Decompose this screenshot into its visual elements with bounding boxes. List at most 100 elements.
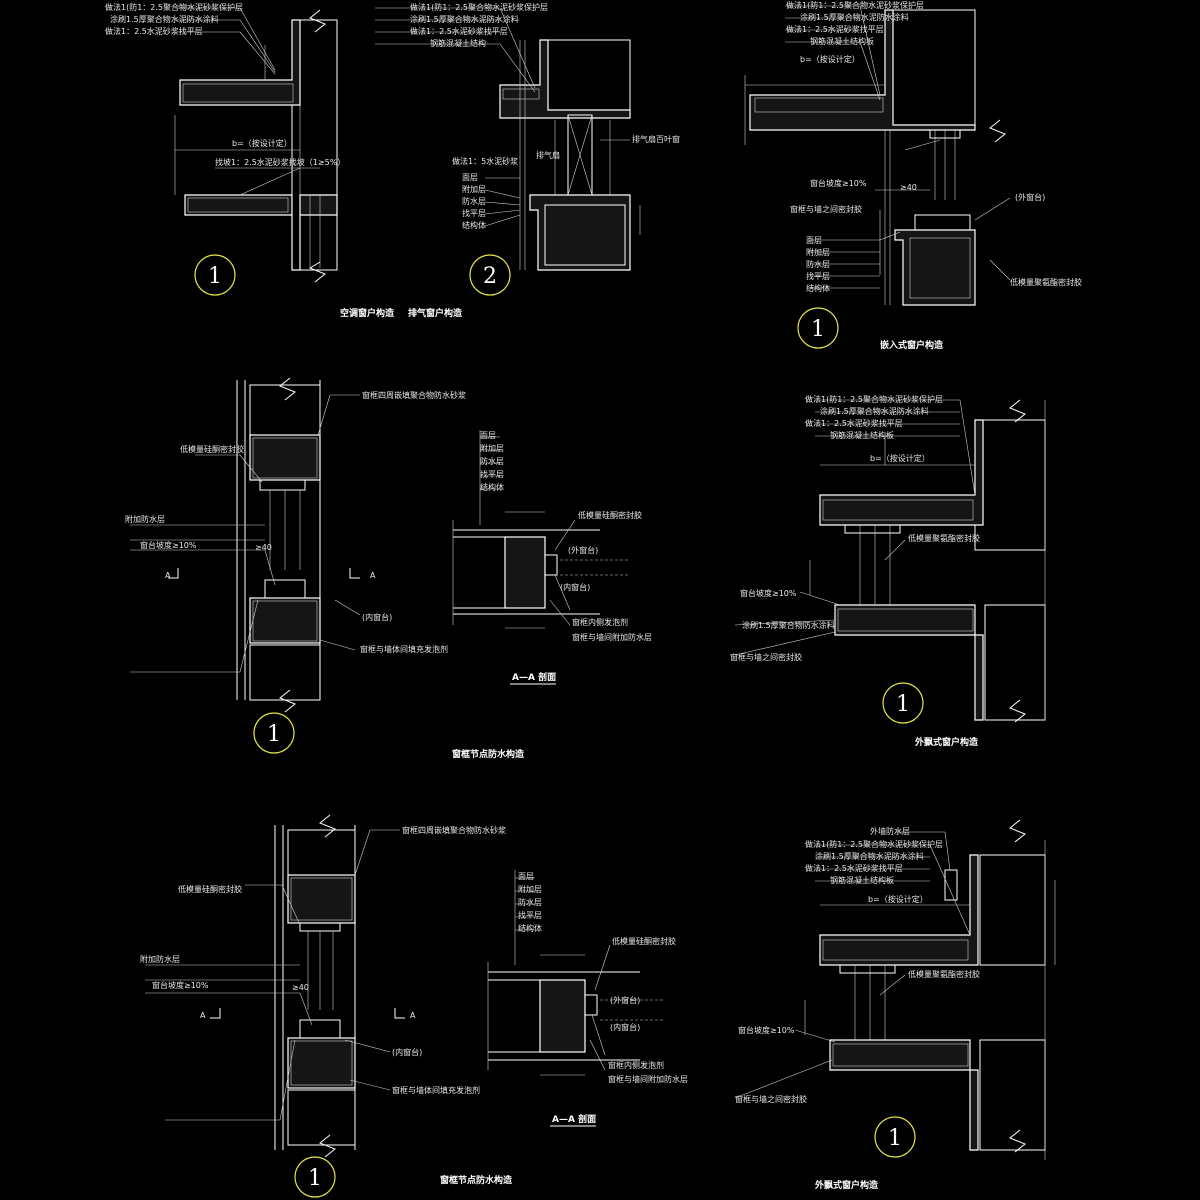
fig5-title: A—A 剖面 [512, 671, 556, 683]
fig3-label-11: 防水层 [806, 259, 830, 269]
fig8-label-2: 附加层 [518, 884, 542, 894]
fig3-label-8: ≥40 [900, 183, 917, 192]
detail-number-circle [469, 254, 511, 296]
detail-number-circle [194, 254, 236, 296]
fig7-title: 窗框节点防水构造 [440, 1174, 513, 1186]
fig2-label-10: 防水层 [462, 196, 486, 206]
fig1-label-4: b=（按设计定） [232, 138, 292, 148]
fig4-label-5: (内窗台) [362, 612, 392, 622]
fig5-label-7: (外窗台) [568, 545, 598, 555]
fig6-label-2: 涂刷1.5厚聚合物水泥防水涂料 [820, 406, 929, 416]
detail-number-circle [294, 1156, 336, 1198]
fig6-label-3: 做法1：2.5水泥砂浆找平层 [805, 418, 903, 428]
section-mark-a-right: A [410, 1011, 416, 1020]
fig4-label-1: 窗框四周嵌填聚合物防水砂浆 [362, 390, 466, 400]
fig8-label-4: 找平层 [518, 910, 542, 920]
fig5-label-5: 结构体 [480, 482, 504, 492]
upper-slab [749, 9, 976, 131]
fig7-number: 1 [308, 1166, 322, 1191]
fig2-label-6: 排气扇百叶窗 [632, 134, 680, 144]
fig3-label-13: 结构体 [806, 283, 830, 293]
fig3-label-1: 做法1(防1：2.5聚合物水泥砂浆保护层 [786, 0, 924, 10]
fig6-title: 外飘式窗户构造 [914, 736, 979, 748]
fig3-label-10: 附加层 [806, 247, 830, 257]
figure-8: 面层 附加层 防水层 找平层 结构体 低模量硅酮密封胶 (外窗台) (内窗台) … [487, 870, 688, 1127]
fig4-label-3: 附加防水层 [125, 514, 165, 524]
fig5-label-9: 窗框内侧发泡剂 [572, 617, 628, 627]
upper-slab [499, 39, 631, 119]
fig5-label-2: 附加层 [480, 443, 504, 453]
fig7-label-3: 附加防水层 [140, 954, 180, 964]
fig7-label-2: 低模量硅酮密封胶 [178, 884, 242, 894]
fig8-label-5: 结构体 [518, 923, 542, 933]
fig7-label-4: 窗台坡度≥10% [152, 980, 209, 990]
sill-block [894, 229, 976, 306]
fig1-label-5: 找坡1：2.5水泥砂浆找坡（1≥5%） [215, 157, 345, 167]
fig1-number: 1 [208, 264, 222, 289]
detail-number-circle [253, 712, 295, 754]
fig6-label-4: 钢筋混凝土结构板 [830, 430, 894, 440]
sill-block [287, 1037, 356, 1089]
fig8-label-9: 窗框内侧发泡剂 [608, 1060, 664, 1070]
fig6-label-9: 窗框与墙之间密封胶 [730, 652, 802, 662]
lower-slab [834, 604, 984, 721]
fig1-title: 空调窗户构造 [340, 307, 395, 319]
fig8-label-6: 低模量硅酮密封胶 [612, 936, 676, 946]
fig1-label-3: 做法1：2.5水泥砂浆找平层 [105, 26, 203, 36]
fig9-label-4: 做法1：2.5水泥砂浆找平层 [805, 863, 903, 873]
fig2-label-4: 钢筋混凝土结构 [430, 38, 486, 48]
fig7-label-1: 窗框四周嵌填聚合物防水砂浆 [402, 825, 506, 835]
fig2-label-11: 找平层 [462, 208, 486, 218]
fig4-label-6: ≥40 [255, 543, 272, 552]
section-block [504, 536, 546, 609]
fig3-label-2: 涂刷1.5厚聚合物水泥防水涂料 [800, 12, 909, 22]
fig3-label-6: 窗台坡度≥10% [810, 178, 867, 188]
fig6-label-7: 窗台坡度≥10% [740, 588, 797, 598]
fig5-label-3: 防水层 [480, 456, 504, 466]
sill-sealant [914, 214, 971, 232]
fig3-title: 嵌入式窗户构造 [880, 339, 944, 351]
fig2-label-3: 做法1：2.5水泥砂浆找平层 [410, 26, 508, 36]
fig2-title: 排气窗户构造 [408, 307, 463, 319]
fig4-label-2: 低模量硅酮密封胶 [180, 444, 244, 454]
fig6-label-5: b=（按设计定） [870, 453, 930, 463]
fig2-label-5: 排气扇 [536, 150, 560, 160]
fig3-label-4: 钢筋混凝土结构板 [810, 36, 874, 46]
fig9-number: 1 [888, 1126, 902, 1151]
fig9-label-7: 低模量聚氨酯密封胶 [908, 969, 980, 979]
figure-6: 做法1(防1：2.5聚合物水泥砂浆保护层 涂刷1.5厚聚合物水泥防水涂料 做法1… [730, 394, 1046, 748]
fig2-label-1: 做法1(防1：2.5聚合物水泥砂浆保护层 [410, 2, 548, 12]
fig4-label-4: 窗台坡度≥10% [140, 540, 197, 550]
fig5-label-6: 低模量硅酮密封胶 [578, 510, 642, 520]
fig3-label-5: b=（按设计定） [800, 54, 860, 64]
lower-slab [829, 1039, 979, 1151]
fig1-label-1: 做法1(防1：2.5聚合物水泥砂浆保护层 [105, 2, 243, 12]
section-mark-a-left: A [165, 571, 171, 580]
figure-1: 做法1(防1：2.5聚合物水泥砂浆保护层 涂刷1.5厚聚合物水泥防水涂料 做法1… [105, 2, 395, 319]
fig9-label-3: 涂刷1.5厚聚合物水泥防水涂料 [815, 851, 924, 861]
fig3-label-14: 窗框与墙之间密封胶 [790, 204, 862, 214]
sill-block [249, 597, 321, 644]
lintel [249, 434, 321, 481]
fig8-label-8: (内窗台) [610, 1022, 640, 1032]
fig2-label-9: 附加层 [462, 184, 486, 194]
figure-2: 做法1(防1：2.5聚合物水泥砂浆保护层 涂刷1.5厚聚合物水泥防水涂料 做法1… [375, 2, 680, 319]
section-mark-a-left: A [200, 1011, 206, 1020]
fig4-label-7: 窗框与墙体间填充发泡剂 [360, 644, 448, 654]
fig3-label-9: 面层 [806, 236, 822, 245]
fig4-number: 1 [267, 722, 281, 747]
fig8-title: A—A 剖面 [552, 1113, 596, 1125]
fig9-title: 外飘式窗户构造 [814, 1179, 879, 1191]
detail-number-circle [797, 307, 839, 349]
fig8-label-1: 面层 [518, 872, 534, 881]
fig3-label-15: 低模量聚氨酯密封胶 [1010, 277, 1082, 287]
fig8-label-10: 窗框与墙间附加防水层 [608, 1074, 688, 1084]
fig6-label-1: 做法1(防1：2.5聚合物水泥砂浆保护层 [805, 394, 943, 404]
fig2-label-2: 涂刷1.5厚聚合物水泥防水涂料 [410, 14, 519, 24]
fig6-label-8: 涂刷1.5厚聚合物防水涂料 [742, 620, 835, 630]
fig2-label-8: 面层 [462, 173, 478, 182]
fig9-label-2: 做法1(防1：2.5聚合物水泥砂浆保护层 [805, 839, 943, 849]
fig3-label-7: (外窗台) [1015, 192, 1045, 202]
fig9-label-9: 窗框与墙之间密封胶 [735, 1094, 807, 1104]
